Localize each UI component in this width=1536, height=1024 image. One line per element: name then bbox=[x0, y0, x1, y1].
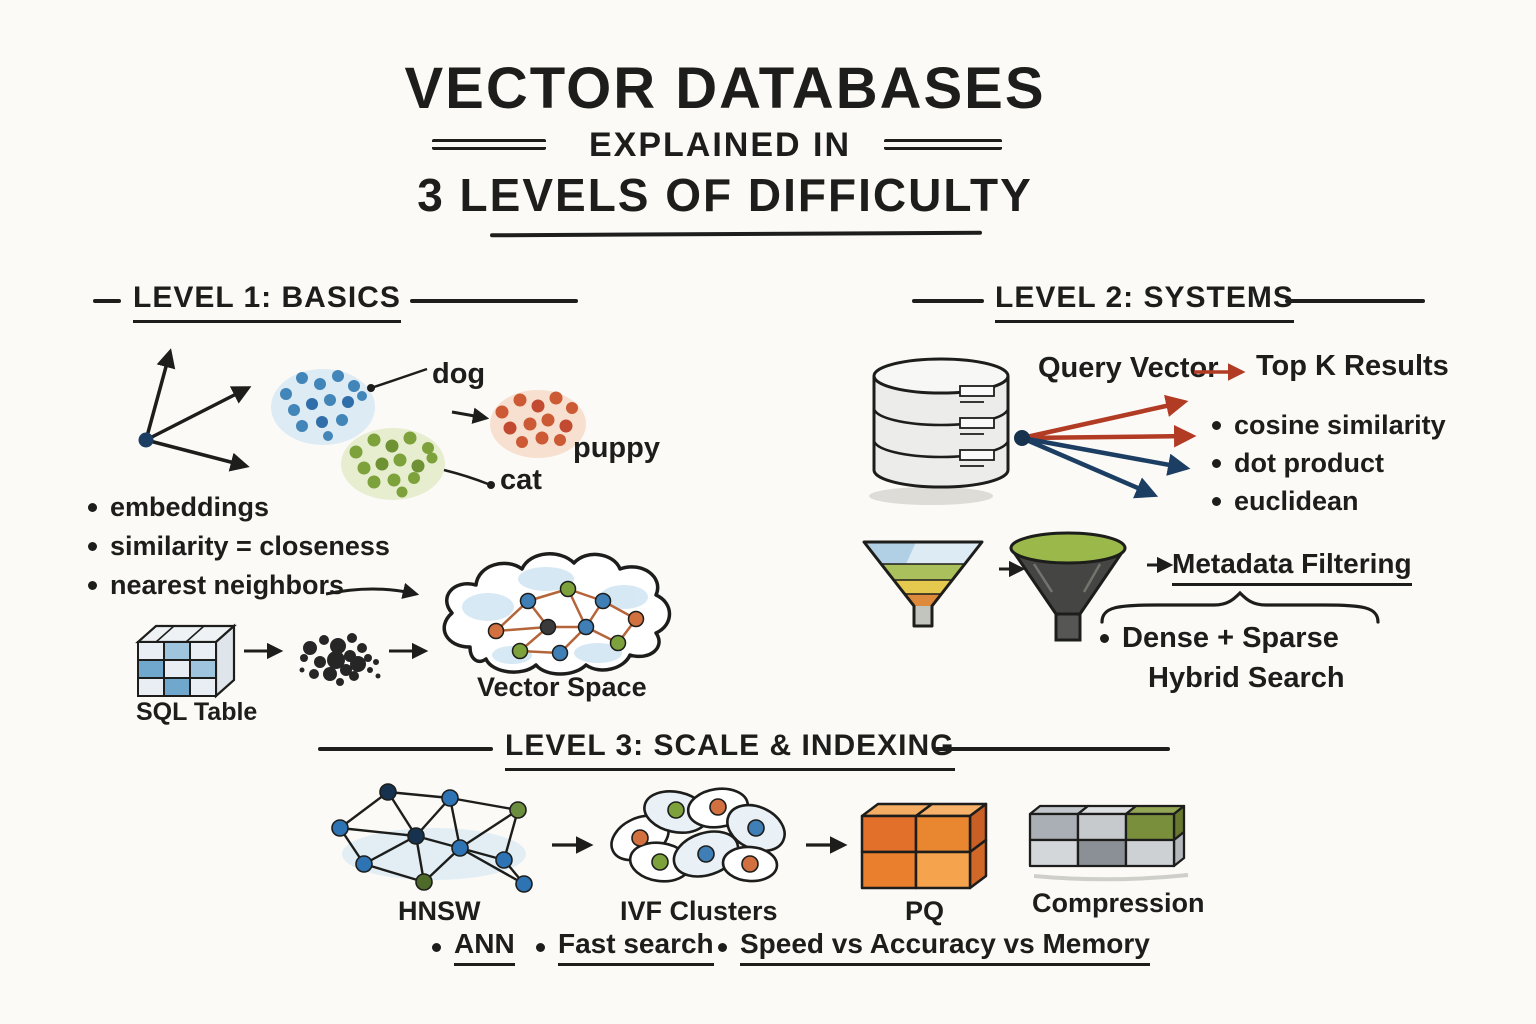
cat-label: cat bbox=[500, 464, 542, 496]
bullet-text: nearest neighbors bbox=[110, 570, 345, 600]
bullet-text: similarity = closeness bbox=[110, 531, 390, 561]
bullet-dot bbox=[1212, 421, 1221, 430]
compression-label: Compression bbox=[1032, 888, 1205, 918]
arrow-to-puppy-cluster bbox=[451, 407, 490, 424]
hnsw-label: HNSW bbox=[398, 896, 481, 926]
level1-bullet-neighbors: nearest neighbors bbox=[88, 570, 344, 601]
keyword-ann: ANN bbox=[432, 928, 515, 966]
striped-funnel-icon bbox=[862, 540, 984, 628]
ivf-clusters-drawing bbox=[610, 787, 786, 883]
metadata-filtering-label: Metadata Filtering bbox=[1172, 548, 1412, 586]
embedding-scatter-drawing bbox=[299, 633, 381, 686]
level1-heading: LEVEL 1: BASICS bbox=[133, 281, 401, 323]
query-flow-arrow bbox=[1194, 363, 1246, 381]
neighbors-to-cloud-arrow bbox=[325, 582, 420, 599]
sql-table-icon bbox=[135, 623, 237, 699]
decorative-double-line-left bbox=[432, 139, 546, 150]
bullet-text: embeddings bbox=[110, 492, 270, 522]
funnel-step-arrow bbox=[999, 560, 1026, 578]
dark-funnel-icon bbox=[1009, 531, 1127, 642]
ivf-to-pq-arrow bbox=[806, 836, 848, 854]
level3-left-line bbox=[318, 747, 493, 751]
database-cylinder-icon bbox=[869, 357, 1010, 505]
bullet-dot bbox=[1212, 459, 1221, 468]
bullet-dot bbox=[432, 942, 441, 952]
bullet-text: euclidean bbox=[1234, 486, 1359, 516]
bullet-dot bbox=[88, 503, 97, 512]
ivf-clusters-label: IVF Clusters bbox=[620, 896, 778, 926]
query-vector-label: Query Vector bbox=[1038, 352, 1219, 384]
bullet-dot bbox=[1212, 497, 1221, 506]
similarity-fan-arrows bbox=[1014, 394, 1197, 499]
dog-label: dog bbox=[432, 358, 486, 390]
cat-cluster-drawing bbox=[341, 428, 445, 500]
metric-cosine: cosine similarity bbox=[1212, 410, 1446, 441]
level3-heading: LEVEL 3: SCALE & INDEXING bbox=[505, 729, 955, 771]
level1-left-line bbox=[93, 299, 121, 303]
pq-label: PQ bbox=[905, 896, 945, 926]
hnsw-graph-drawing bbox=[331, 783, 533, 893]
table-to-scatter-arrow bbox=[244, 642, 284, 660]
main-subtitle: EXPLAINED IN bbox=[588, 126, 852, 164]
scatter-to-cloud-arrow bbox=[389, 642, 429, 660]
pq-blocks-drawing bbox=[860, 802, 988, 890]
cat-callout-line bbox=[443, 468, 495, 489]
funnel-to-metadata-arrow bbox=[1147, 556, 1174, 574]
bullet-text: Fast search bbox=[558, 928, 714, 966]
level3-right-line bbox=[935, 747, 1170, 751]
vector-space-cloud-drawing bbox=[442, 552, 672, 676]
level2-right-line bbox=[1285, 299, 1425, 303]
dog-cluster-drawing bbox=[271, 369, 375, 445]
dog-callout-line bbox=[367, 367, 428, 392]
level1-right-line bbox=[410, 299, 578, 303]
hnsw-to-ivf-arrow bbox=[552, 836, 594, 854]
metric-dot-product: dot product bbox=[1212, 448, 1384, 479]
title-underline bbox=[489, 230, 983, 238]
puppy-cluster-drawing bbox=[490, 390, 586, 458]
vector-axes-drawing bbox=[138, 348, 252, 472]
level2-heading: LEVEL 2: SYSTEMS bbox=[995, 281, 1294, 323]
compression-blocks-drawing bbox=[1028, 804, 1189, 882]
level2-left-line bbox=[912, 299, 984, 303]
main-subtitle-levels: 3 LEVELS OF DIFFICULTY bbox=[417, 169, 1033, 221]
metric-euclidean: euclidean bbox=[1212, 486, 1359, 517]
bullet-dot bbox=[88, 581, 97, 590]
bullet-text: Dense + Sparse bbox=[1122, 622, 1339, 654]
bullet-dot bbox=[88, 542, 97, 551]
top-k-results-label: Top K Results bbox=[1256, 350, 1449, 382]
bullet-text: dot product bbox=[1234, 448, 1384, 478]
puppy-label: puppy bbox=[573, 432, 660, 464]
keyword-tradeoffs: Speed vs Accuracy vs Memory bbox=[718, 928, 1150, 966]
hybrid-search-brace bbox=[1100, 590, 1380, 624]
main-title: VECTOR DATABASES bbox=[404, 56, 1046, 121]
bullet-text: cosine similarity bbox=[1234, 410, 1446, 440]
bullet-dot bbox=[718, 942, 727, 952]
hybrid-search-label: Hybrid Search bbox=[1148, 662, 1345, 694]
decorative-double-line-right bbox=[884, 139, 1002, 150]
hybrid-dense-sparse: Dense + Sparse bbox=[1100, 622, 1339, 655]
bullet-dot bbox=[536, 942, 545, 952]
level1-bullet-similarity: similarity = closeness bbox=[88, 531, 390, 562]
bullet-text: ANN bbox=[454, 928, 515, 966]
bullet-text: Speed vs Accuracy vs Memory bbox=[740, 928, 1150, 966]
sql-table-label: SQL Table bbox=[136, 698, 258, 726]
keyword-fast-search: Fast search bbox=[536, 928, 714, 966]
level1-bullet-embeddings: embeddings bbox=[88, 492, 269, 523]
bullet-dot bbox=[1100, 634, 1109, 643]
vector-space-label: Vector Space bbox=[477, 672, 647, 702]
